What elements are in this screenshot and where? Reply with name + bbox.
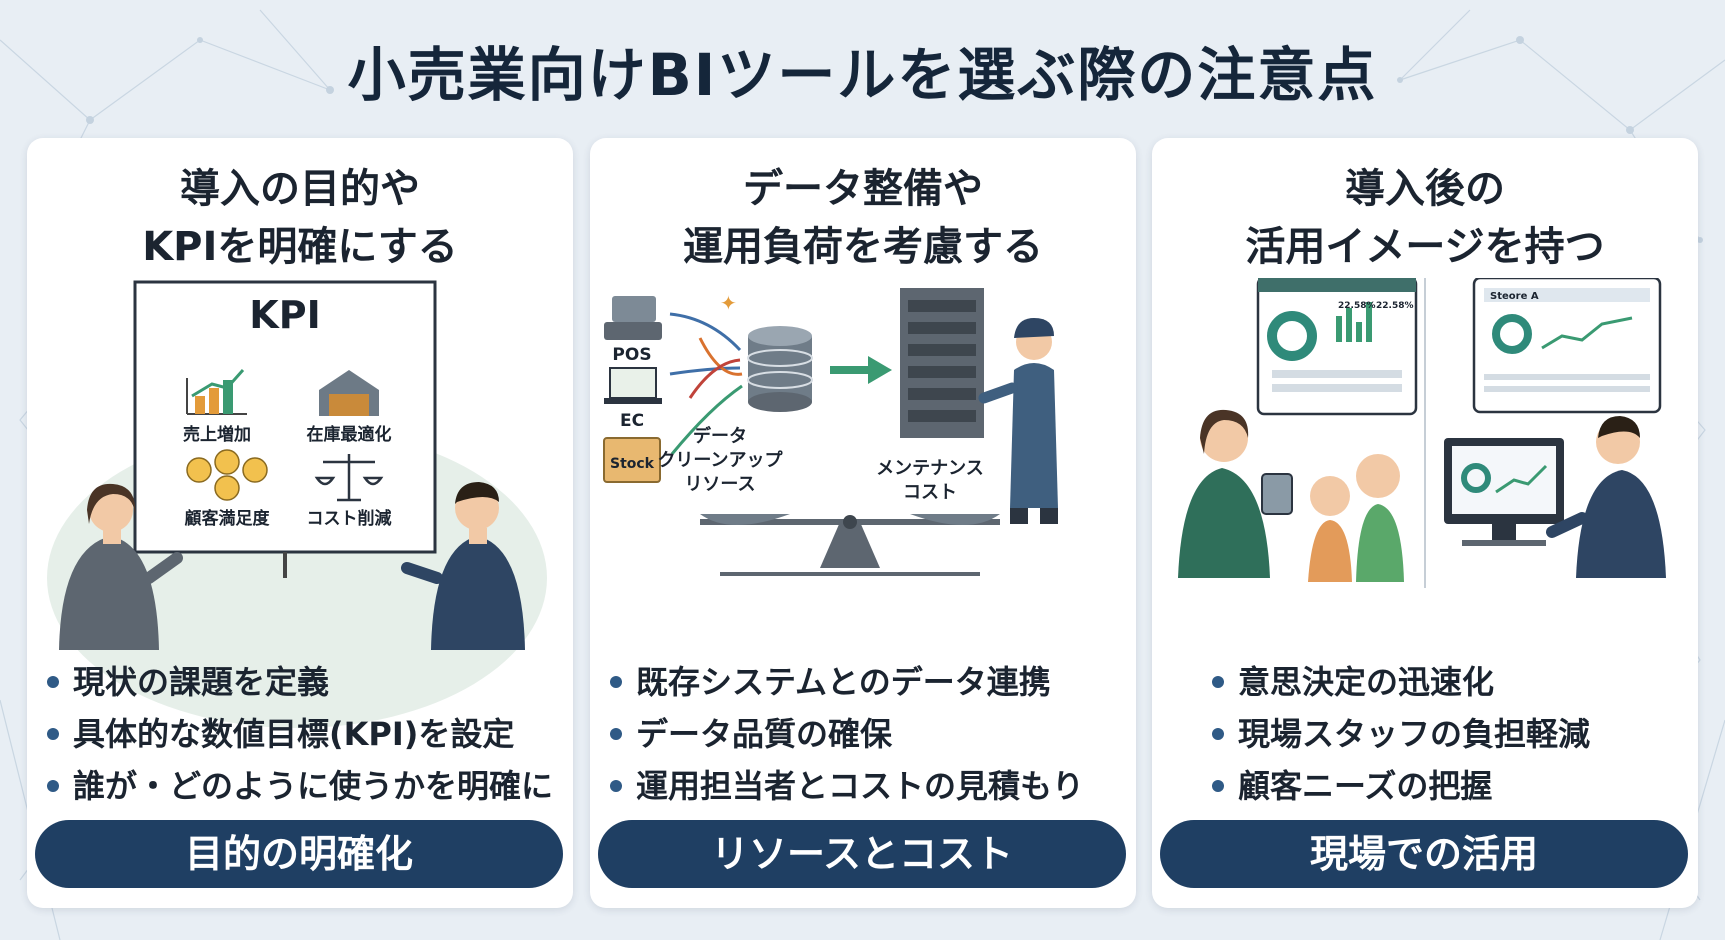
source-ec: EC bbox=[620, 411, 644, 431]
bullet-item: 現状の課題を定義 bbox=[43, 656, 563, 708]
bullet-item: 既存システムとのデータ連携 bbox=[606, 656, 1126, 708]
scales-icon bbox=[314, 454, 384, 502]
customers-figures bbox=[1308, 454, 1404, 582]
left-label-line1: データ bbox=[693, 425, 747, 447]
stock-box-icon bbox=[603, 437, 661, 483]
card-resources: データ整備や 運用負荷を考慮する POS EC Stock ✦ bbox=[590, 138, 1136, 908]
right-arrow-icon bbox=[830, 356, 892, 384]
left-label-line2: クリーンアップ bbox=[657, 449, 783, 471]
card-heading-line2: 活用イメージを持つ bbox=[1245, 224, 1605, 270]
staff-with-tablet-figure bbox=[1178, 409, 1293, 578]
kpi-board-illustration: KPI 売上増加 在庫最適化 顧客満足度 コスト削減 bbox=[47, 280, 547, 728]
source-stock: Stock bbox=[610, 456, 655, 472]
card-heading-line1: 導入後の bbox=[1345, 166, 1505, 212]
sales-chart-icon bbox=[186, 369, 247, 415]
board-title: KPI bbox=[249, 293, 320, 337]
right-label-line2: コスト bbox=[903, 482, 957, 503]
bullet-item: 運用担当者とコストの見積もり bbox=[606, 760, 1126, 812]
server-rack-icon bbox=[900, 288, 984, 438]
bullet-item: 具体的な数値目標(KPI)を設定 bbox=[43, 708, 563, 760]
office-worker-figure bbox=[1546, 416, 1666, 578]
board-item-sales: 売上増加 bbox=[183, 424, 251, 445]
smiley-faces-icon bbox=[186, 449, 268, 501]
metric-value-2: 22.58% bbox=[1376, 301, 1414, 311]
card-bullets: 意思決定の迅速化 現場スタッフの負担軽減 顧客ニーズの把握 bbox=[1208, 656, 1725, 812]
dashboard-bubble-right bbox=[1472, 278, 1662, 414]
card-heading: 導入の目的や KPIを明確にする bbox=[27, 160, 573, 276]
card-heading-line1: 導入の目的や bbox=[180, 166, 420, 212]
balance-scale-icon bbox=[700, 514, 1000, 576]
card-heading-line2: KPIを明確にする bbox=[142, 224, 458, 270]
usage-illustration: 22.58% 22.58% Steore A bbox=[1178, 278, 1666, 588]
right-label-line1: メンテナンス bbox=[876, 458, 984, 479]
left-label-line3: リソース bbox=[684, 474, 755, 495]
bullet-item: 意思決定の迅速化 bbox=[1208, 656, 1725, 708]
card-heading: データ整備や 運用負荷を考慮する bbox=[590, 160, 1136, 276]
card-bullets: 既存システムとのデータ連携 データ品質の確保 運用担当者とコストの見積もり bbox=[606, 656, 1126, 812]
sparkle-icon: ✦ bbox=[720, 291, 737, 315]
technician-figure bbox=[978, 318, 1058, 524]
businesswoman-figure bbox=[59, 483, 183, 650]
card-summary-pill: 現場での活用 bbox=[1160, 820, 1688, 888]
businessman-figure bbox=[401, 482, 525, 650]
board-item-satisfaction: 顧客満足度 bbox=[185, 508, 271, 529]
data-flow-arrows bbox=[669, 312, 743, 455]
database-icon bbox=[747, 326, 813, 412]
card-purpose: 導入の目的や KPIを明確にする KPI 売上増加 在庫最適化 顧客満足度 bbox=[27, 138, 573, 908]
warehouse-icon bbox=[319, 370, 379, 416]
bullet-item: 誰が・どのように使うかを明確に bbox=[43, 760, 563, 812]
card-usage: 導入後の 活用イメージを持つ 22.58% 22.58% Steore A bbox=[1152, 138, 1698, 908]
bullet-item: データ品質の確保 bbox=[606, 708, 1126, 760]
dashboard-screen-title: Steore A bbox=[1490, 291, 1539, 302]
board-item-inventory: 在庫最適化 bbox=[307, 424, 392, 445]
board-item-cost: コスト削減 bbox=[307, 508, 392, 529]
data-maintenance-illustration: POS EC Stock ✦ bbox=[603, 288, 1058, 576]
bullet-item: 顧客ニーズの把握 bbox=[1208, 760, 1725, 812]
laptop-icon bbox=[604, 367, 662, 404]
source-pos: POS bbox=[612, 345, 651, 365]
card-summary-pill: 目的の明確化 bbox=[35, 820, 563, 888]
metric-value-1: 22.58% bbox=[1338, 301, 1376, 311]
card-heading: 導入後の 活用イメージを持つ bbox=[1152, 160, 1698, 276]
page-title: 小売業向けBIツールを選ぶ際の注意点 bbox=[347, 41, 1378, 109]
card-summary-pill: リソースとコスト bbox=[598, 820, 1126, 888]
bullet-item: 現場スタッフの負担軽減 bbox=[1208, 708, 1725, 760]
card-heading-line2: 運用負荷を考慮する bbox=[683, 224, 1043, 270]
pos-register-icon bbox=[604, 296, 662, 340]
dashboard-bubble-left bbox=[1256, 278, 1418, 416]
card-bullets: 現状の課題を定義 具体的な数値目標(KPI)を設定 誰が・どのように使うかを明確… bbox=[43, 656, 563, 812]
monitor-icon bbox=[1444, 438, 1564, 546]
card-heading-line1: データ整備や bbox=[743, 166, 983, 212]
